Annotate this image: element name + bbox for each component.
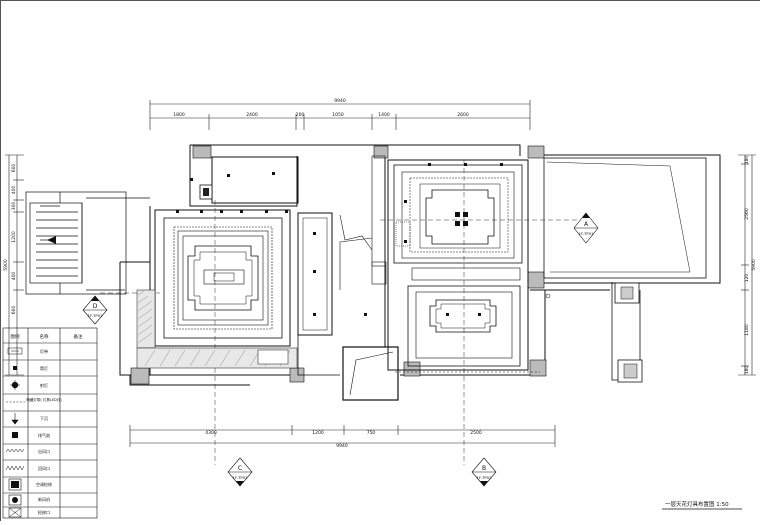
solid-square-icon — [12, 432, 18, 438]
vent-box-upper-core — [203, 188, 209, 196]
bottom-dimension-chain — [129, 425, 556, 447]
left-dim-seg-2: 400 — [11, 186, 17, 195]
column-8 — [529, 359, 547, 377]
section-marker-d-letter: D — [93, 303, 98, 310]
left-dim-seg-5: 400 — [11, 272, 17, 281]
left-dim-seg-6: 600 — [11, 306, 17, 315]
top-dim-seg-3: 200 — [296, 112, 305, 118]
legend-label-10: 新风机 — [38, 496, 50, 502]
spotlight-cluster — [395, 221, 411, 247]
legend-label-9: 空调检修 — [36, 481, 52, 487]
right-ceiling-room — [387, 159, 540, 373]
legend-label-3: 射灯 — [40, 382, 48, 388]
center-corridor — [297, 155, 387, 376]
legend-label-7: 出风口 — [38, 448, 50, 454]
section-marker-c — [227, 457, 253, 487]
top-dimension-chain — [149, 100, 531, 130]
legend-header-name: 名称 — [40, 333, 49, 340]
left-room-downlights — [176, 172, 288, 213]
left-dim-seg-4: 1200 — [11, 231, 17, 243]
bottom-dim-seg-2: 1200 — [312, 430, 324, 436]
legend-label-5: 下沉 — [40, 415, 48, 421]
axis-lines — [100, 160, 580, 465]
bottom-dim-seg-3: 750 — [367, 430, 376, 436]
right-dim-seg-4: 1180 — [744, 324, 750, 336]
top-dim-seg-4: 1050 — [332, 112, 344, 118]
down-arrow-icon — [11, 413, 19, 425]
fluorescent-lamp-icon — [7, 347, 23, 355]
hatched-walls — [136, 289, 298, 369]
bottom-dim-seg-4: 2500 — [470, 430, 482, 436]
top-dim-seg-5: 1400 — [378, 112, 390, 118]
top-dim-seg-6: 2600 — [457, 112, 469, 118]
right-room-downlights — [404, 163, 503, 316]
column-1 — [192, 145, 212, 159]
legend-label-6: 排气扇 — [38, 432, 50, 438]
legend-header-symbol: 图例 — [11, 333, 20, 340]
legend-label-11: 检修口 — [38, 509, 50, 515]
left-dim-total: 5900 — [3, 259, 9, 271]
bottom-dim-total: 9940 — [336, 443, 348, 449]
downlight-icon — [13, 366, 17, 370]
bottom-center-box — [342, 346, 399, 401]
top-dim-total: 9940 — [334, 98, 346, 104]
spotlight-icon — [10, 380, 20, 390]
legend-label-1: 灯带 — [40, 348, 48, 354]
left-dimension-chain — [5, 154, 24, 376]
upper-room — [211, 156, 299, 204]
zigzag-icon — [5, 448, 25, 453]
entry-stair — [25, 191, 150, 295]
right-dimension-chain — [738, 154, 756, 376]
legend-label-2: 筒灯 — [40, 365, 48, 371]
section-marker-d — [82, 295, 108, 325]
legend-label-8: 回风口 — [38, 466, 50, 471]
right-dim-seg-5: 180 — [744, 366, 750, 375]
terrace-drain — [545, 293, 551, 299]
column-7 — [403, 361, 421, 377]
camera-icon — [8, 478, 22, 491]
section-marker-b-ref: 1F-TP02 — [476, 475, 492, 480]
legend-header-note: 备注 — [74, 333, 83, 340]
top-dim-seg-2: 2400 — [246, 112, 258, 118]
right-dim-seg-2: 2560 — [744, 208, 750, 220]
legend-label-4: 暗藏灯带( 灯具LED灯) — [26, 397, 62, 402]
column-4 — [527, 271, 545, 289]
left-dim-seg-1: 600 — [11, 164, 17, 173]
bottom-center-diagonal — [349, 351, 394, 396]
section-marker-b-letter: B — [482, 465, 486, 472]
vent-box-icon — [8, 494, 22, 506]
top-dim-seg-1: 1800 — [173, 112, 185, 118]
crossed-box-icon — [8, 507, 22, 518]
column-3 — [527, 145, 545, 159]
section-marker-a — [573, 212, 599, 244]
section-marker-b — [471, 457, 497, 487]
section-marker-a-ref: 1F-TP01 — [578, 231, 594, 236]
drawing-title: 一层天花灯具布置图 1:50 — [665, 500, 729, 508]
column-5 — [130, 367, 150, 385]
section-marker-d-ref: 1F-TP01 — [87, 313, 103, 318]
left-ceiling-room — [154, 209, 291, 347]
right-dim-total: 5900 — [751, 259, 757, 271]
zigzag-alt-icon — [5, 465, 25, 471]
legend-table — [2, 327, 98, 519]
left-dim-seg-3: 300 — [11, 202, 17, 211]
section-marker-a-letter: A — [584, 221, 589, 228]
bottom-dim-seg-1: 4300 — [205, 430, 217, 436]
corridor-downlights — [313, 232, 367, 316]
right-dim-seg-3: 120 — [744, 274, 750, 283]
section-marker-c-ref: 1F-TP03 — [232, 475, 248, 480]
column-2 — [373, 145, 389, 159]
right-terrace — [543, 157, 707, 383]
section-marker-c-letter: C — [238, 465, 242, 472]
right-dim-seg-1: 180 — [744, 156, 750, 165]
